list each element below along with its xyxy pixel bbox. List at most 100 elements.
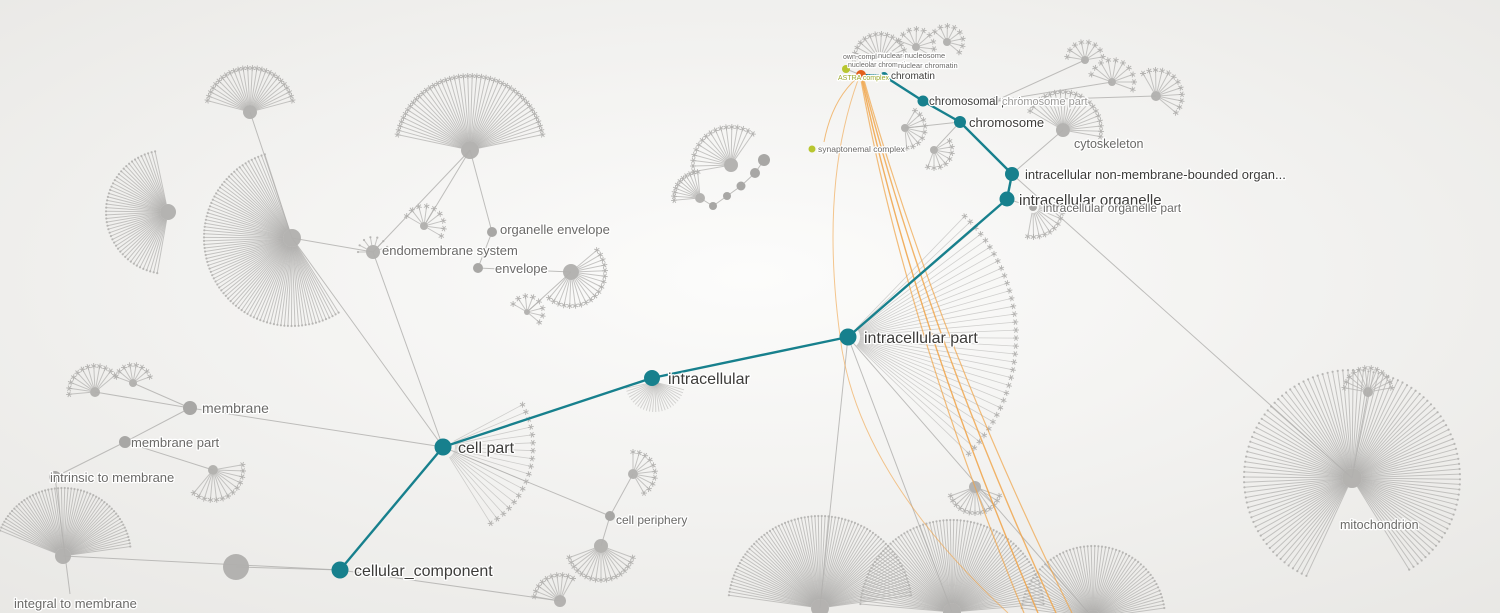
- label-membrane[interactable]: membrane: [201, 399, 271, 418]
- label-intracellular[interactable]: intracellular: [667, 370, 752, 390]
- nucleosome-selected-node[interactable]: [856, 70, 866, 80]
- label-cell-part[interactable]: cell part: [457, 439, 516, 459]
- leaf-edge: [1360, 482, 1446, 534]
- fan-bottom-left-large-hub[interactable]: [55, 548, 71, 564]
- intracellular-nmb-organelle-node[interactable]: [1005, 167, 1019, 181]
- leaf-term-icon: [1085, 39, 1092, 46]
- fan-left-burst-a-hub[interactable]: [160, 204, 176, 220]
- leaf-term-icon: [288, 93, 295, 100]
- fan-membrane-b-hub[interactable]: [129, 379, 137, 387]
- fan-bottom-center-a-hub[interactable]: [811, 599, 829, 613]
- leaf-term-dot: [0, 529, 2, 532]
- label-membrane-part[interactable]: membrane part: [130, 434, 221, 452]
- leaf-term-dot: [1028, 560, 1031, 564]
- fan-mitochondrion-hub[interactable]: [1342, 468, 1362, 488]
- fan-membrane-a-hub[interactable]: [90, 387, 100, 397]
- cellular-component-node[interactable]: [331, 561, 349, 579]
- fan-endomembrane-hub-hub[interactable]: [366, 245, 380, 259]
- leaf-edge: [1251, 481, 1343, 518]
- fan-bottom-center-c-hub[interactable]: [1085, 610, 1101, 613]
- fan-envelope-hub[interactable]: [563, 264, 579, 280]
- membrane-part-node[interactable]: [119, 436, 131, 448]
- label-endomembrane-system[interactable]: endomembrane system: [381, 242, 519, 260]
- leaf-edge: [115, 215, 162, 247]
- fan-cell-periphery-b-hub[interactable]: [594, 539, 608, 553]
- fan-top-right-b-hub[interactable]: [1151, 91, 1161, 101]
- membrane-node[interactable]: [183, 401, 197, 415]
- chain-1-node[interactable]: [709, 202, 717, 210]
- leaf-edge: [534, 596, 555, 601]
- leaf-term-dot: [1300, 572, 1303, 575]
- fan-nucleosome-c-hub[interactable]: [943, 38, 951, 46]
- fan-top-right-c-hub[interactable]: [1081, 56, 1089, 64]
- fan-nucleosome-b-hub[interactable]: [912, 43, 920, 51]
- fan-top-left-small-hub[interactable]: [243, 105, 257, 119]
- organelle-part-hub-node[interactable]: [1029, 203, 1037, 211]
- label-cell-periphery[interactable]: cell periphery: [615, 512, 689, 529]
- fan-bottom-small-hub[interactable]: [554, 595, 566, 607]
- leaf-edge: [95, 366, 101, 388]
- fan-cytoskeleton-hub[interactable]: [1056, 123, 1070, 137]
- label-intracellular-part[interactable]: intracellular part: [863, 329, 980, 349]
- label-chromosome[interactable]: chromosome: [968, 114, 1046, 132]
- label-organelle-envelope[interactable]: organelle envelope: [499, 221, 611, 239]
- label-envelope[interactable]: envelope: [494, 260, 549, 278]
- intracellular-organelle-node[interactable]: [999, 191, 1015, 207]
- chromosome-part-hub-node[interactable]: [991, 97, 999, 105]
- leaf-term-icon: [430, 205, 438, 212]
- fan-above-mitochondrion-hub[interactable]: [1363, 387, 1373, 397]
- cell-part-node[interactable]: [434, 438, 452, 456]
- label-chromatin[interactable]: chromatin: [890, 70, 936, 84]
- leaf-edge: [221, 184, 286, 233]
- leaf-edge: [403, 117, 463, 147]
- intracellular-part-node[interactable]: [839, 328, 857, 346]
- chromosome-node[interactable]: [954, 116, 966, 128]
- label-intracellular-organelle-part[interactable]: intracellular organelle part: [1042, 200, 1183, 217]
- fan-cell-periphery-a-hub[interactable]: [628, 469, 638, 479]
- fan-left-burst-b-hub[interactable]: [283, 229, 301, 247]
- leaf-edge: [634, 383, 654, 405]
- leaf-term-icon: [1051, 225, 1058, 232]
- label-synaptonemal-complex[interactable]: synaptonemal complex: [817, 143, 907, 156]
- chain-2-node[interactable]: [723, 192, 731, 200]
- fan-below-chromosome-b-hub[interactable]: [930, 146, 938, 154]
- leaf-edge: [217, 471, 241, 484]
- label-mitochondrion[interactable]: mitochondrion: [1339, 517, 1420, 534]
- leaf-edge: [1087, 546, 1093, 611]
- plain-circle-node-hub[interactable]: [223, 554, 249, 580]
- label-cellular-component[interactable]: cellular_component: [353, 562, 495, 582]
- label-intrinsic-to-membrane[interactable]: intrinsic to membrane: [49, 469, 176, 487]
- fan-small-a-hub[interactable]: [420, 222, 428, 230]
- cell-periphery-node[interactable]: [605, 511, 615, 521]
- fan-top-left-large-hub[interactable]: [461, 141, 479, 159]
- chain-4-node[interactable]: [750, 168, 760, 178]
- leaf-edge: [1, 527, 56, 554]
- label-chromosomal-part[interactable]: chromosomal part: [928, 95, 1023, 110]
- leaf-edge: [134, 159, 165, 206]
- organelle-envelope-node[interactable]: [487, 227, 497, 237]
- chain-5-node[interactable]: [758, 154, 770, 166]
- fan-below-chromosome-a-hub[interactable]: [901, 124, 909, 132]
- fan-mid-top-b-hub[interactable]: [695, 193, 705, 203]
- chain-3-node[interactable]: [736, 181, 746, 191]
- label-intracellular-organelle[interactable]: intracellular organelle: [1018, 191, 1163, 211]
- green-term-b-node[interactable]: [808, 145, 816, 153]
- fan-small-b-hub[interactable]: [524, 309, 530, 315]
- label-integral-to-membrane[interactable]: integral to membrane: [13, 595, 138, 613]
- intracellular-node[interactable]: [644, 370, 660, 386]
- fan-top-right-a-hub[interactable]: [1108, 78, 1116, 86]
- chromatin-node[interactable]: [880, 72, 888, 80]
- envelope-node[interactable]: [473, 263, 483, 273]
- label-non-membrane-bounded-organelle[interactable]: intracellular non-membrane-bounded organ…: [1024, 166, 1287, 184]
- chromosomal-part-node[interactable]: [917, 95, 929, 107]
- green-term-a-node[interactable]: [842, 65, 850, 73]
- fan-mid-top-a-hub[interactable]: [724, 158, 738, 172]
- leaf-edge: [922, 524, 950, 604]
- leaf-edge: [1142, 73, 1154, 92]
- label-cytoskeleton[interactable]: cytoskeleton: [1073, 136, 1145, 153]
- fan-bottom-center-b-hub[interactable]: [943, 603, 961, 613]
- intrinsic-to-membrane-node[interactable]: [49, 471, 61, 483]
- label-chromosome-part[interactable]: chromosome part: [1001, 95, 1089, 110]
- fan-membrane-c-hub[interactable]: [208, 465, 218, 475]
